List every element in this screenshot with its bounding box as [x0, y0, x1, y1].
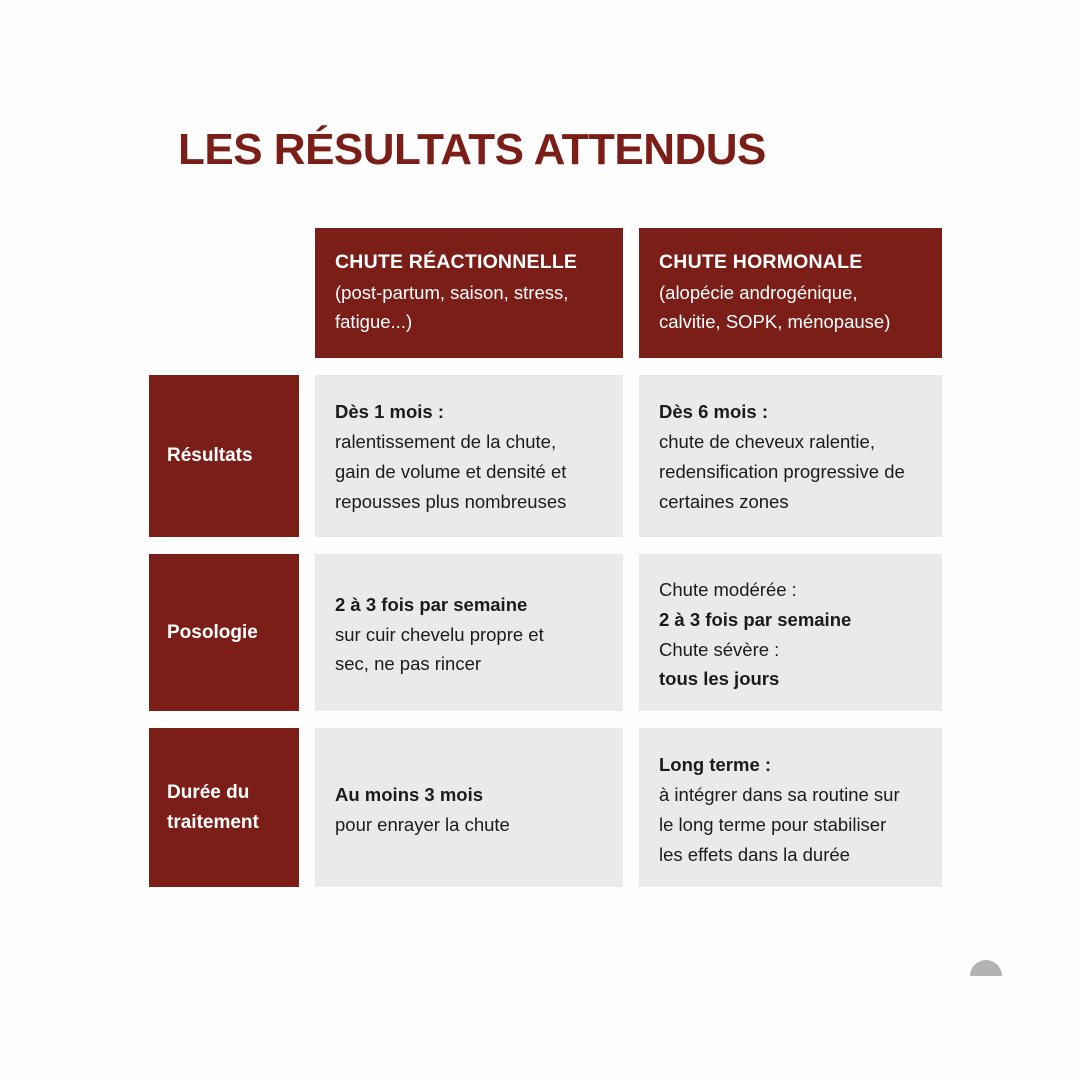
column-header-title: CHUTE RÉACTIONNELLE: [335, 251, 578, 273]
cell-line: chute de cheveux ralentie,: [659, 430, 875, 452]
column-header-reactionnelle: CHUTE RÉACTIONNELLE (post-partum, saison…: [315, 228, 623, 358]
cell-line: gain de volume et densité et: [335, 460, 567, 482]
cell-line: 2 à 3 fois par semaine: [659, 608, 852, 630]
cell-line: 2 à 3 fois par semaine: [335, 593, 528, 615]
cell-line: Dès 6 mois :: [659, 401, 768, 422]
cell-posologie-reactionnelle: 2 à 3 fois par semaine sur cuir chevelu p…: [315, 554, 623, 711]
cell-line: sur cuir chevelu propre et: [335, 623, 544, 645]
corner-dot-mask: [960, 976, 1020, 1006]
row-label-text: Durée du traitement: [167, 782, 259, 833]
comparison-table: CHUTE RÉACTIONNELLE (post-partum, saison…: [149, 228, 942, 887]
cell-line: à intégrer dans sa routine sur: [659, 783, 900, 805]
cell-line: les effets dans la durée: [659, 843, 850, 865]
table-corner-spacer: [149, 228, 299, 358]
cell-line: ralentissement de la chute,: [335, 430, 557, 452]
column-header-hormonale: CHUTE HORMONALE (alopécie androgénique, …: [639, 228, 942, 358]
cell-duree-hormonale: Long terme : à intégrer dans sa routine s…: [639, 728, 942, 887]
row-label-posologie: Posologie: [149, 554, 299, 711]
column-header-subtitle: (post-partum, saison, stress, fatigue...…: [335, 282, 569, 333]
cell-line: tous les jours: [659, 668, 780, 690]
cell-line: pour enrayer la chute: [335, 813, 510, 835]
cell-line: Dès 1 mois :: [335, 401, 444, 422]
cell-line: sec, ne pas rincer: [335, 653, 482, 675]
row-label-text: Résultats: [167, 445, 253, 467]
cell-line: certaines zones: [659, 490, 789, 512]
cell-resultats-hormonale: Dès 6 mois : chute de cheveux ralentie, re…: [639, 375, 942, 537]
row-label-resultats: Résultats: [149, 375, 299, 537]
cell-line: Chute sévère :: [659, 638, 780, 660]
page-title: LES RÉSULTATS ATTENDUS: [178, 125, 766, 174]
cell-line: Au moins 3 mois: [335, 783, 484, 805]
cell-resultats-reactionnelle: Dès 1 mois : ralentissement de la chute, g…: [315, 375, 623, 537]
cell-line: Chute modérée :: [659, 578, 797, 600]
column-header-title: CHUTE HORMONALE: [659, 251, 863, 273]
row-label-duree: Durée du traitement: [149, 728, 299, 887]
cell-line: le long terme pour stabiliser: [659, 813, 887, 835]
cell-duree-reactionnelle: Au moins 3 mois pour enrayer la chute: [315, 728, 623, 887]
cell-line: repousses plus nombreuses: [335, 490, 567, 512]
column-header-subtitle: (alopécie androgénique, calvitie, SOPK, …: [659, 282, 891, 333]
row-label-text: Posologie: [167, 621, 258, 643]
cell-line: redensification progressive de: [659, 460, 905, 482]
cell-line: Long terme :: [659, 754, 772, 775]
